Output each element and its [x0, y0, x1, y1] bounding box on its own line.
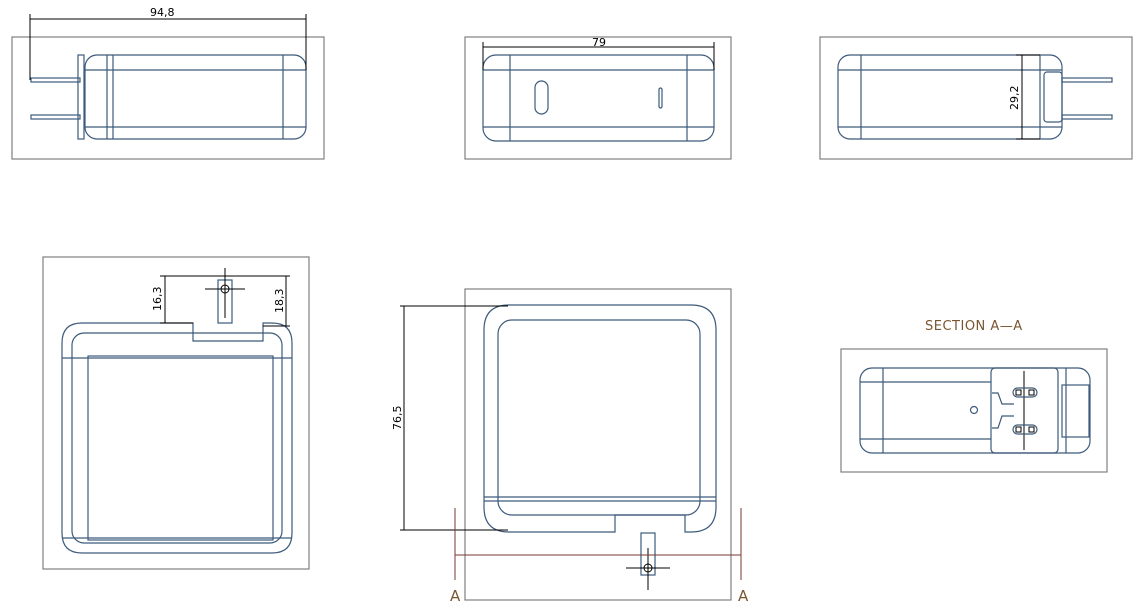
front-view: 16,3 18,3: [42, 256, 310, 570]
plug-pin: [1061, 114, 1113, 120]
plug-pin: [30, 114, 81, 120]
section-view: SECTION A—A: [840, 319, 1108, 473]
indicator-slot: [658, 87, 663, 109]
dimension-pin: 16,3 18,3: [151, 275, 290, 327]
body-outline: [84, 54, 307, 140]
body-outline: [859, 367, 1091, 454]
view-frame: [11, 36, 325, 160]
pin-slot: [1012, 387, 1038, 398]
dimension-label: 29,2: [1008, 86, 1021, 111]
dimension-width: 79: [482, 36, 715, 70]
dimension-label: 76,5: [391, 406, 404, 431]
side-view-left: 94,8: [11, 6, 325, 160]
section-title: SECTION A—A: [925, 319, 1023, 334]
rear-view: 76,5 A A: [391, 288, 749, 605]
section-cut-line: A A: [450, 508, 749, 605]
dimension-label: 18,3: [273, 289, 286, 314]
body-outline: [482, 54, 715, 142]
plug-pin: [1061, 77, 1113, 83]
top-view: 79: [464, 36, 732, 160]
section-marker-right: A: [738, 587, 749, 605]
plug-pin: [30, 77, 81, 83]
body-outline: [61, 322, 293, 554]
vent-slot: [534, 80, 549, 115]
dimension-label: 79: [592, 36, 606, 49]
section-marker-left: A: [450, 587, 461, 605]
dimension-height: 29,2: [1008, 54, 1040, 140]
pin-slot: [1012, 424, 1038, 435]
body-outline: [483, 304, 717, 533]
dimension-length: 94,8: [29, 6, 307, 80]
dimension-depth: 76,5: [391, 305, 508, 531]
side-view-right: 29,2: [819, 36, 1133, 160]
dimension-label: 94,8: [150, 6, 175, 19]
dimension-label: 16,3: [151, 287, 164, 312]
